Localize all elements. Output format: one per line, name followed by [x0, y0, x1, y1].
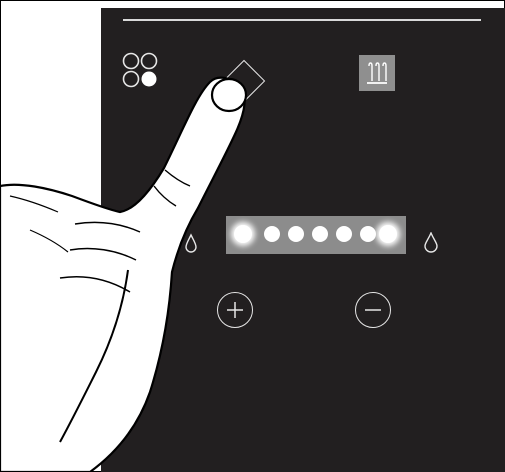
- minus-icon: [363, 300, 383, 320]
- indicator-led: [379, 225, 397, 243]
- plus-icon: [225, 300, 245, 320]
- steam-icon: [364, 60, 390, 86]
- indicator-led: [336, 226, 352, 242]
- indicator-led: [360, 226, 376, 242]
- minus-button[interactable]: [355, 292, 391, 328]
- indicator-led: [264, 226, 280, 242]
- indicator-led: [312, 226, 328, 242]
- panel-divider: [123, 19, 481, 21]
- diamond-button[interactable]: [223, 60, 265, 102]
- drop-small-icon: [183, 233, 199, 255]
- four-burner-icon: [121, 51, 161, 91]
- drop-large-icon: [423, 232, 439, 254]
- control-panel: [101, 8, 505, 472]
- plus-button[interactable]: [217, 292, 253, 328]
- level-indicator-bar: [226, 216, 406, 254]
- indicator-led: [234, 225, 252, 243]
- steam-button[interactable]: [359, 55, 395, 91]
- indicator-led: [288, 226, 304, 242]
